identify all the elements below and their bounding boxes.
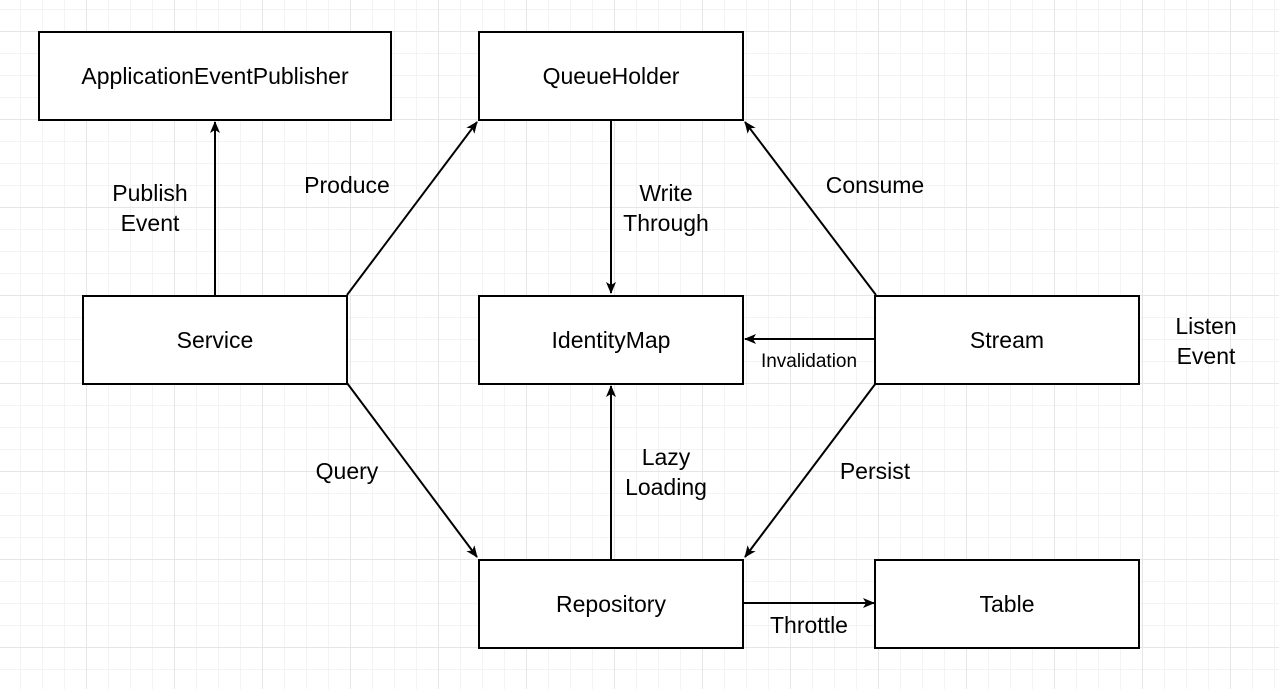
label-throttle: Throttle <box>770 612 848 638</box>
edge-consume[interactable] <box>744 121 877 296</box>
label-consume: Consume <box>825 172 925 198</box>
edge-persist[interactable] <box>744 382 877 558</box>
label-lazy-loading: Lazy Loading <box>625 444 707 500</box>
edge-produce[interactable] <box>346 121 478 296</box>
label-listen-event: Listen Event <box>1175 313 1237 369</box>
node-table[interactable]: Table <box>874 559 1140 649</box>
label-query: Query <box>315 458 379 484</box>
node-service[interactable]: Service <box>82 295 348 385</box>
label-produce: Produce <box>304 172 390 198</box>
node-repository[interactable]: Repository <box>478 559 744 649</box>
node-stream[interactable]: Stream <box>874 295 1140 385</box>
label-persist: Persist <box>839 458 911 484</box>
edge-query[interactable] <box>346 382 478 558</box>
label-invalidation: Invalidation <box>760 351 858 372</box>
label-write-through: Write Through <box>623 180 709 236</box>
node-identity-map[interactable]: IdentityMap <box>478 295 744 385</box>
node-queue-holder[interactable]: QueueHolder <box>478 31 744 121</box>
node-application-event-publisher[interactable]: ApplicationEventPublisher <box>38 31 392 121</box>
label-publish-event: Publish Event <box>112 180 188 236</box>
